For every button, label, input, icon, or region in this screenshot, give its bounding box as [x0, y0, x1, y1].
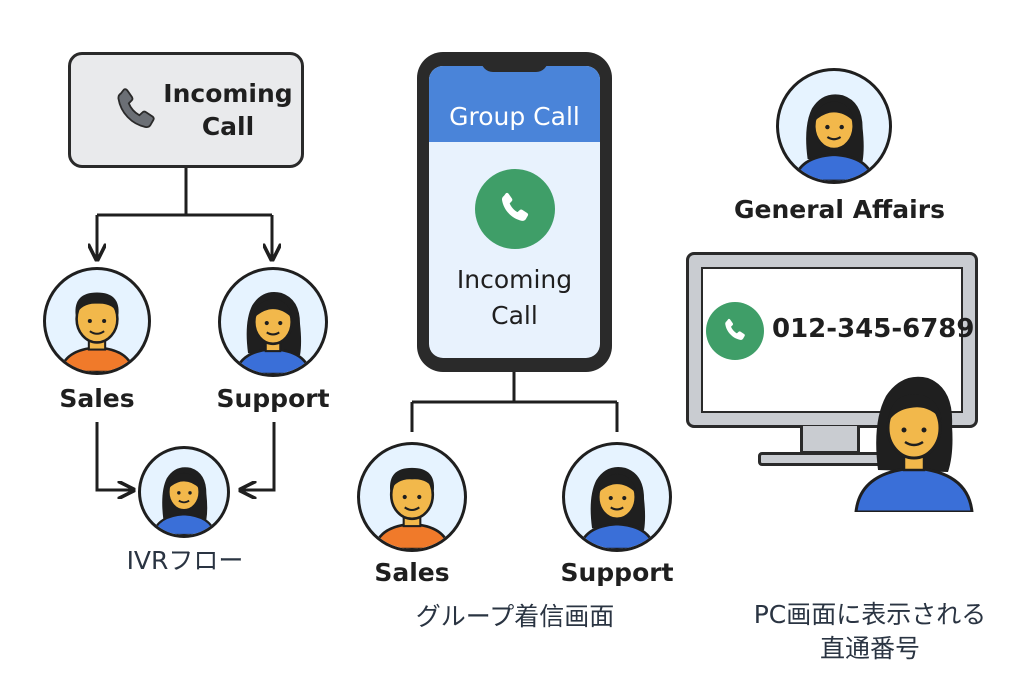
- group-sales-avatar: [357, 442, 467, 552]
- phone-notch: [481, 52, 548, 72]
- ivr-final-avatar: [138, 446, 230, 538]
- group-support-label: Support: [560, 558, 674, 587]
- pc-user-figure: [852, 362, 976, 512]
- ivr-caption: IVRフロー: [126, 546, 244, 575]
- general-affairs-label: General Affairs: [734, 195, 945, 224]
- phone-icon: [495, 189, 535, 229]
- call-button[interactable]: [475, 169, 555, 249]
- ivr-sales-label: Sales: [59, 384, 135, 413]
- phone-screen: Group Call Incoming Call: [429, 66, 600, 358]
- ivr-incoming-call-box: Incoming Call: [68, 52, 304, 168]
- ivr-support-label: Support: [216, 384, 330, 413]
- pc-caption: PC画面に表示される 直通番号: [753, 600, 987, 663]
- phone-icon: [720, 316, 750, 346]
- group-incoming-call-text: Incoming Call: [456, 265, 573, 330]
- general-affairs-avatar: [776, 68, 892, 184]
- group-call-header: [429, 66, 600, 142]
- ivr-sales-avatar: [43, 267, 151, 375]
- phone-icon: [109, 81, 163, 141]
- group-call-header-text: Group Call: [449, 102, 580, 131]
- ivr-incoming-call-text: Incoming Call: [163, 79, 293, 141]
- monitor-stand: [800, 426, 860, 454]
- group-caption: グループ着信画面: [415, 602, 615, 631]
- pc-call-button[interactable]: [706, 302, 764, 360]
- smartphone: Group Call Incoming Call: [417, 52, 612, 372]
- pc-phone-number: 012-345-6789: [772, 314, 975, 344]
- group-sales-label: Sales: [374, 558, 450, 587]
- ivr-support-avatar: [218, 267, 328, 377]
- group-support-avatar: [562, 442, 672, 552]
